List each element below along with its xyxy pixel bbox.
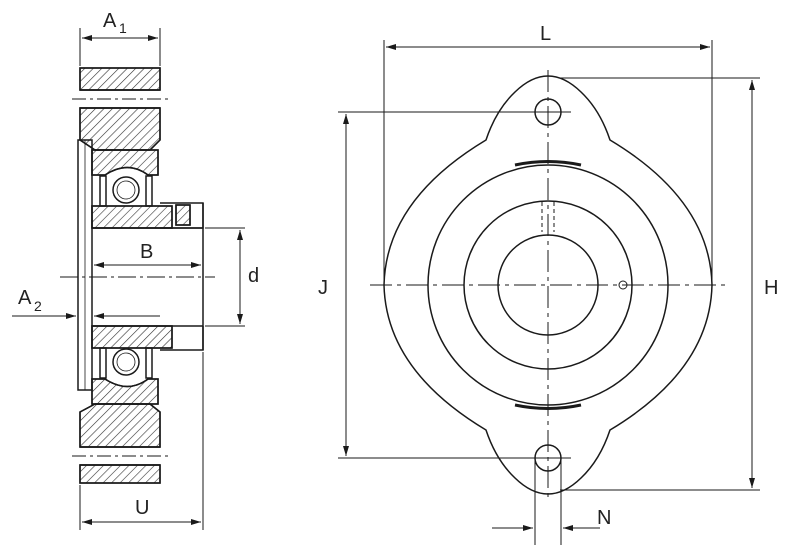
- bottom-housing-hatch: [79, 403, 161, 448]
- top-seal-right: [145, 175, 153, 207]
- top-inner-ring-hatch: [91, 205, 173, 229]
- bottom-collar: [160, 326, 204, 351]
- flange-outline: [383, 75, 713, 495]
- side-section-view: [60, 67, 215, 484]
- label-d: d: [248, 265, 259, 287]
- front-view: [370, 70, 725, 500]
- label-u: U: [135, 497, 149, 519]
- bottom-seal-right: [145, 347, 153, 379]
- bottom-inner-ring: [91, 325, 173, 349]
- bottom-ball-highlight: [116, 352, 136, 372]
- bottom-outer-ring: [91, 378, 159, 405]
- grub-screw-hatch: [175, 204, 191, 226]
- label-b: B: [140, 241, 153, 263]
- grub-screw: [175, 204, 191, 226]
- bottom-flange-lug-hatch: [79, 464, 161, 484]
- bottom-seal-left: [99, 347, 107, 379]
- bottom-outer-ring-hatch: [91, 378, 159, 405]
- label-h: H: [764, 277, 778, 299]
- label-a2-sub: 2: [34, 298, 42, 314]
- label-l: L: [540, 23, 551, 45]
- top-ball-highlight: [116, 180, 136, 200]
- side-view-dimensions: [12, 28, 245, 530]
- top-seal-left: [99, 175, 107, 207]
- label-a1: A: [103, 10, 117, 32]
- label-a1-sub: 1: [119, 20, 127, 36]
- top-outer-ring-hatch: [91, 149, 159, 176]
- top-outer-ring: [91, 149, 159, 176]
- label-j: J: [318, 277, 328, 299]
- top-flange-lug-hatch: [79, 67, 161, 91]
- label-n: N: [597, 507, 611, 529]
- label-a2: A: [18, 287, 32, 309]
- bottom-inner-ring-hatch: [91, 325, 173, 349]
- bottom-flange-lug-outline: [79, 464, 161, 484]
- front-view-dimensions: [338, 40, 760, 545]
